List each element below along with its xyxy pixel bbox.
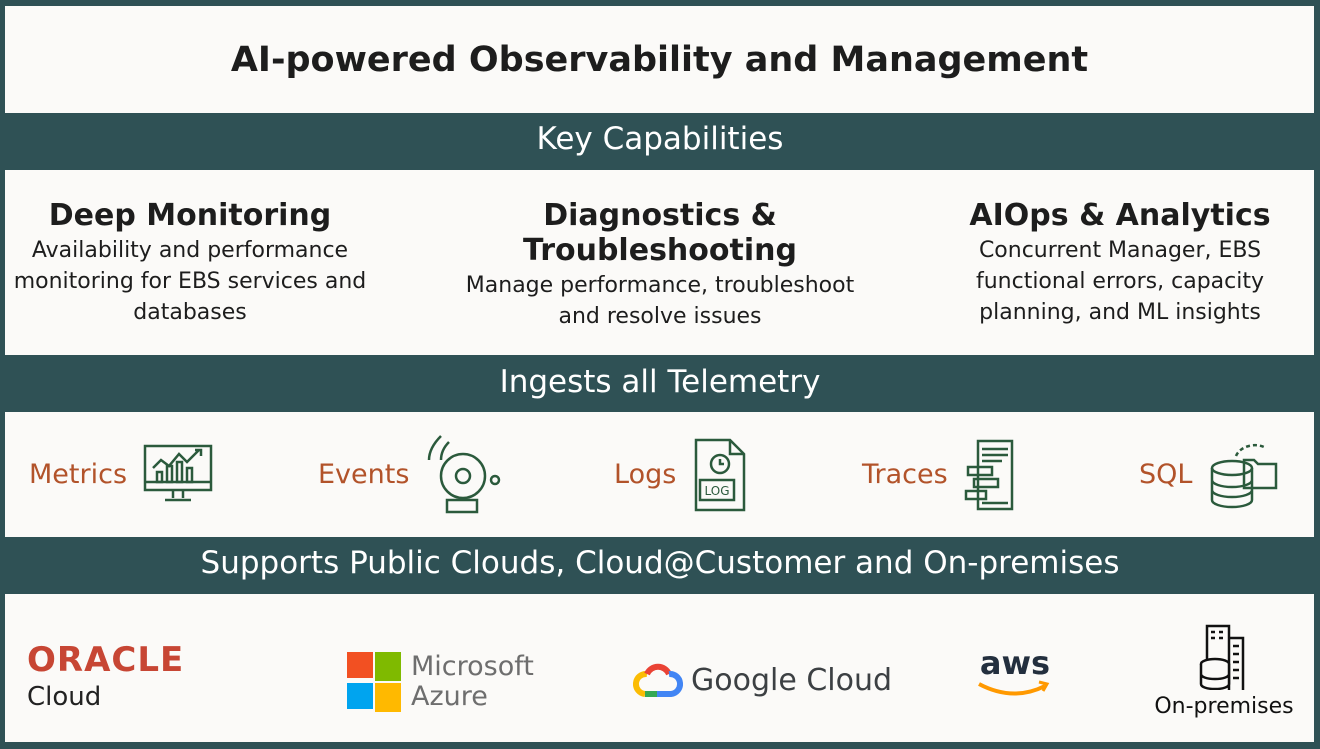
band-clouds: Supports Public Clouds, Cloud@Customer a… — [200, 545, 1120, 581]
capability-title: Diagnostics & Troubleshooting — [523, 198, 797, 268]
capability-desc: Availability and performance monitoring … — [13, 238, 367, 325]
google-cloud-logo: Google Cloud — [633, 660, 892, 700]
aws-logo: aws — [975, 646, 1055, 702]
alarm-bell-icon — [428, 434, 501, 513]
telemetry-logs: Logs LOG — [614, 412, 748, 537]
building-database-icon — [1199, 624, 1245, 691]
microsoft-icon — [347, 652, 401, 712]
telemetry-traces: Traces — [862, 412, 1016, 537]
monitor-chart-icon — [143, 444, 213, 501]
telemetry-sql: SQL — [1139, 412, 1280, 537]
oracle-cloud-logo: ORACLE Cloud — [27, 640, 185, 712]
log-file-icon: LOG — [695, 438, 746, 511]
telemetry-events: Events — [318, 412, 505, 537]
capability-title: Deep Monitoring — [48, 198, 332, 233]
capability-desc: Manage performance, troubleshoot and res… — [465, 273, 855, 329]
band-telemetry: Ingests all Telemetry — [499, 364, 821, 400]
google-cloud-icon — [633, 663, 683, 697]
capabilities-panel: Deep Monitoring Availability and perform… — [5, 170, 1314, 355]
telemetry-label: Metrics — [29, 459, 128, 490]
capability-title: AIOps & Analytics — [969, 198, 1271, 233]
capability-desc: Concurrent Manager, EBS functional error… — [975, 238, 1265, 325]
telemetry-panel: Metrics Events Logs LOG Traces SQL — [5, 412, 1314, 537]
band-key-capabilities: Key Capabilities — [536, 121, 784, 157]
on-premises-logo: On-premises — [1149, 624, 1299, 719]
telemetry-label: Logs — [614, 459, 677, 490]
page-title: AI-powered Observability and Management — [5, 6, 1314, 113]
trace-icon — [964, 439, 1013, 510]
telemetry-label: SQL — [1139, 459, 1193, 490]
telemetry-label: Events — [318, 459, 410, 490]
capability-deep-monitoring: Deep Monitoring Availability and perform… — [5, 198, 375, 328]
telemetry-label: Traces — [862, 459, 948, 490]
database-folder-icon — [1211, 443, 1278, 508]
capability-diagnostics: Diagnostics & Troubleshooting Manage per… — [415, 198, 905, 332]
telemetry-metrics: Metrics — [29, 412, 213, 537]
capability-aiops: AIOps & Analytics Concurrent Manager, EB… — [965, 198, 1275, 328]
svg-text:LOG: LOG — [705, 484, 730, 498]
aws-smile-icon — [978, 680, 1050, 696]
